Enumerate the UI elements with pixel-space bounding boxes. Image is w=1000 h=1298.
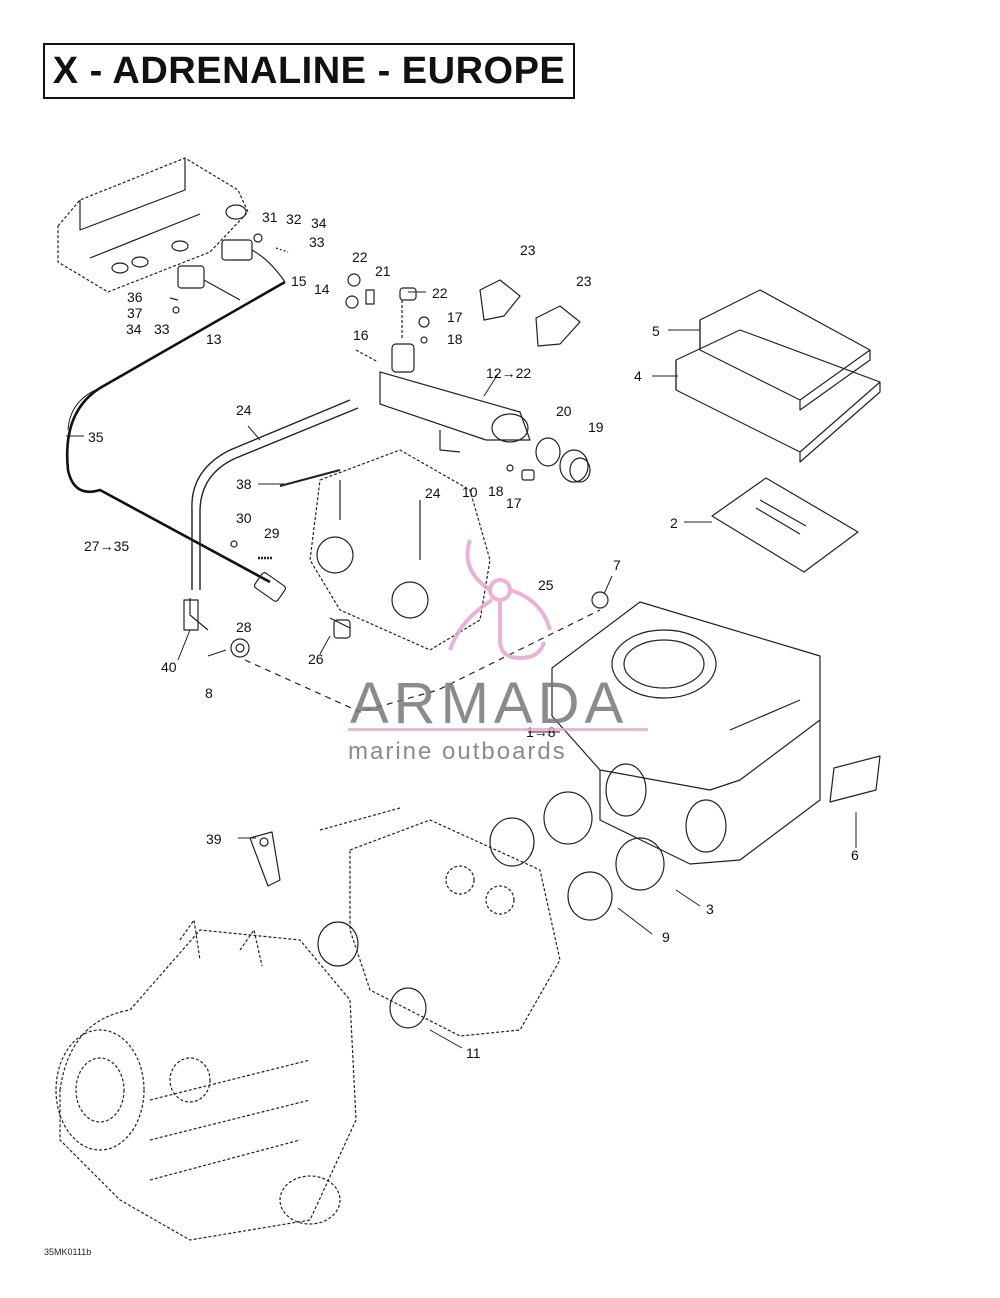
callout-9: 9 [662,929,670,945]
callout-32: 32 [286,211,302,227]
small-parts-drawing [230,540,609,658]
callout-23: 23 [520,242,536,258]
callout-3: 3 [706,901,714,917]
callout-37: 37 [127,305,143,321]
callout-18: 18 [488,483,504,499]
callout-6: 6 [851,847,859,863]
tool-39-drawing [249,831,281,887]
callout-34: 34 [126,321,142,337]
carburetor-drawing [279,430,491,651]
callout-25: 25 [538,577,554,593]
leader-lines [66,291,857,1049]
silencer-drawing [551,601,881,865]
clamp-drawing [317,791,665,1029]
callout-18: 18 [447,331,463,347]
callout-35: 35 [88,429,104,445]
callout-31: 31 [262,209,278,225]
callout-20: 20 [556,403,572,419]
callout-28: 28 [236,619,252,635]
engine-drawing [55,919,357,1241]
callout-22: 22 [432,285,448,301]
callout-12: 12→22 [486,365,531,381]
hose-24-drawing [183,399,359,631]
callout-26: 26 [308,651,324,667]
callout-8: 8 [205,685,213,701]
callout-2: 2 [670,515,678,531]
cable-35-drawing [65,280,287,602]
lower-carb-drawing [319,807,561,1037]
filter-drawing [675,289,881,463]
page-title: X - ADRENALINE - EUROPE [52,49,566,92]
callout-39: 39 [206,831,222,847]
callout-15: 15 [291,273,307,289]
callout-38: 38 [236,476,252,492]
assembly-line [244,609,601,713]
callout-36: 36 [127,289,143,305]
plate-2-drawing [711,477,859,573]
engine-cover-drawing [57,157,249,293]
callout-24: 24 [236,402,252,418]
callout-33: 33 [154,321,170,337]
figure-reference: 35MK0111b [44,1247,92,1257]
callout-34: 34 [311,215,327,231]
callout-11: 11 [466,1045,481,1061]
callout-21: 21 [375,263,391,279]
callout-24: 24 [425,485,441,501]
title-box: X - ADRENALINE - EUROPE [43,43,575,99]
callout-5: 5 [652,323,660,339]
callout-33: 33 [309,234,325,250]
callout-22: 22 [352,249,368,265]
sensor-drawing [169,233,289,314]
callout-14: 14 [314,281,330,297]
callout-19: 19 [588,419,604,435]
callout-1: 1→8 [526,724,556,740]
callout-23: 23 [576,273,592,289]
callout-16: 16 [353,327,369,343]
callout-labels: 31 32 34 33 36 37 34 33 15 14 13 22 21 2… [84,209,859,1061]
callout-40: 40 [161,659,177,675]
callout-4: 4 [634,368,642,384]
callout-30: 30 [236,510,252,526]
callout-13: 13 [206,331,222,347]
bracket-23-drawing [479,279,581,347]
callout-17: 17 [447,309,463,325]
callout-29: 29 [264,525,280,541]
callout-27: 27→35 [84,538,129,554]
seal-drawing [506,437,591,483]
fuel-rail-drawing [345,273,531,443]
callout-10: 10 [462,484,478,500]
callout-7: 7 [613,557,621,573]
callout-17: 17 [506,495,522,511]
